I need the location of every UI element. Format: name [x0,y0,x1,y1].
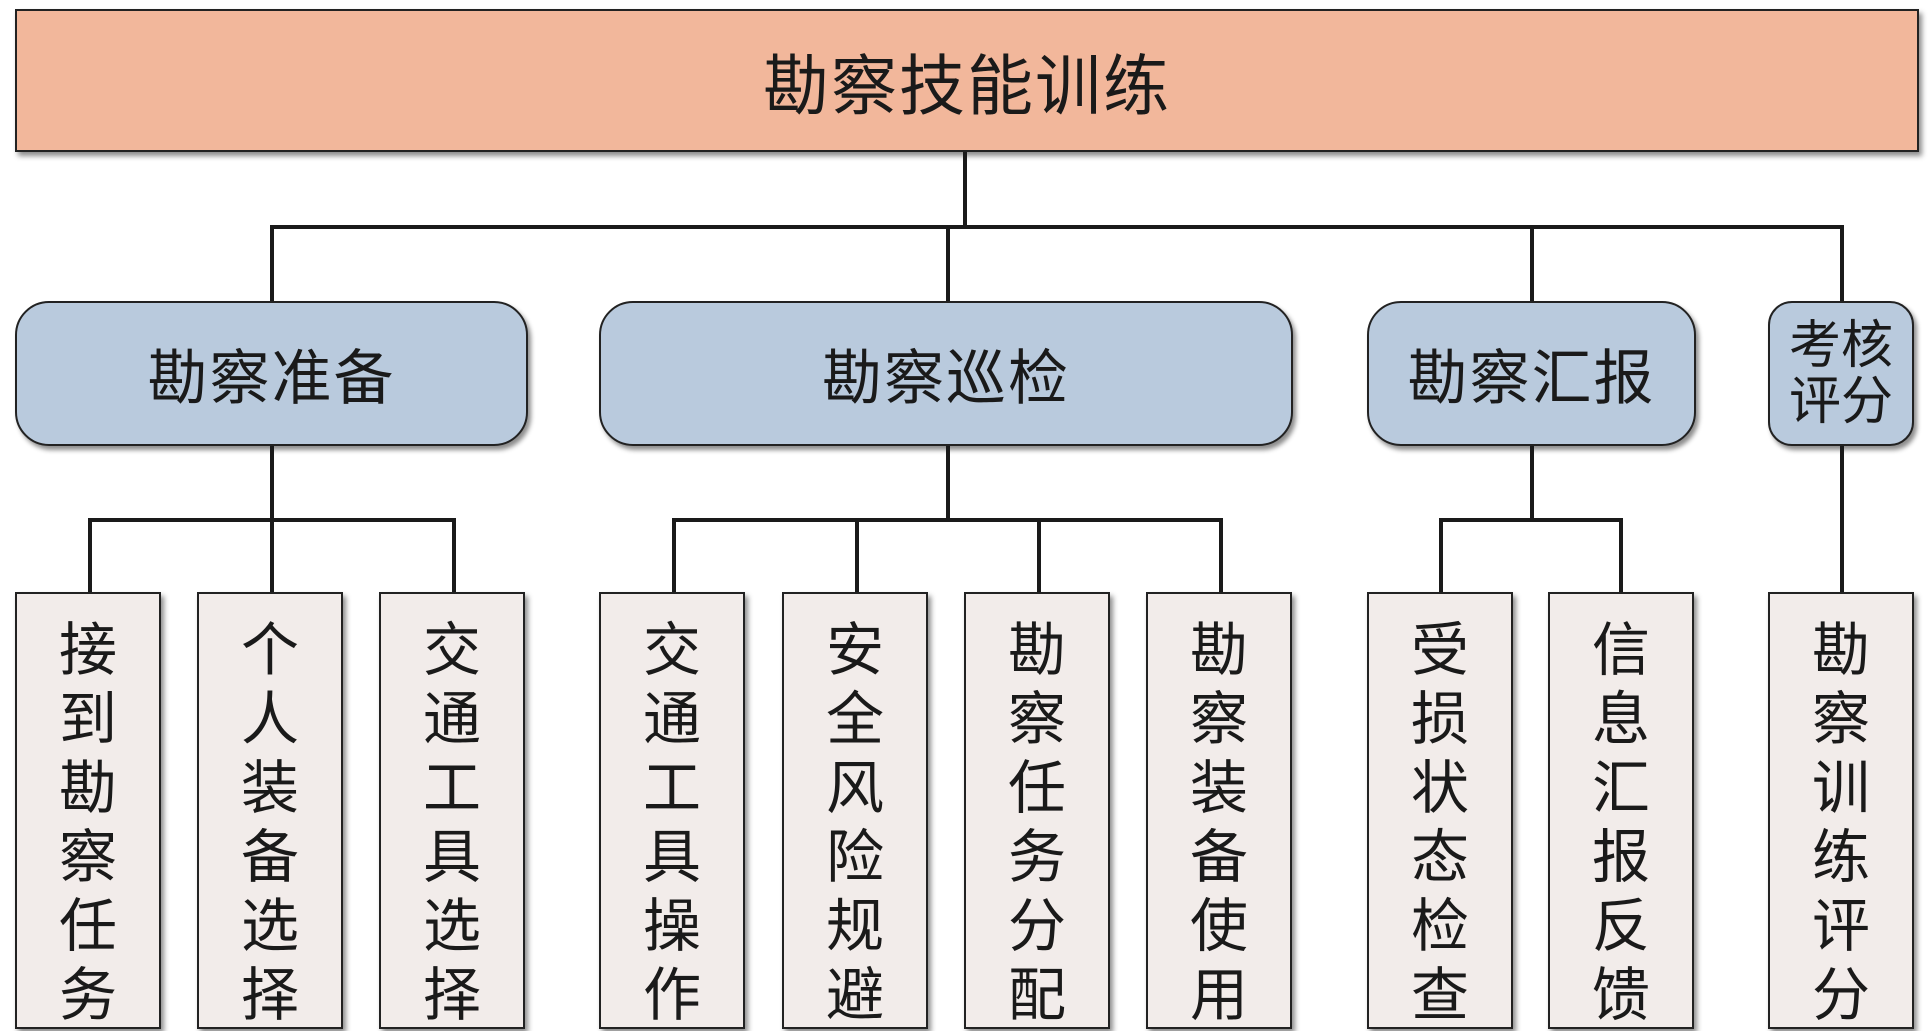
connector-category-3-bus [1439,518,1623,522]
leaf-node: 勘察任务分配 [964,592,1110,1029]
leaf-node-label: 安全风险规避 [825,616,884,1029]
leaf-node-label: 受损状态检查 [1410,616,1469,1029]
connector-leaf-1-2 [270,518,274,592]
connector-leaf-2-3 [1037,518,1041,592]
leaf-node-label: 接到勘察任务 [58,616,117,1029]
connector-root-stem [963,152,967,227]
leaf-node: 交通工具选择 [379,592,525,1029]
leaf-node-label: 信息汇报反馈 [1591,616,1650,1029]
category-node-4: 考核评分 [1768,301,1914,446]
category-node-label: 考核评分 [1788,315,1893,432]
connector-leaf-1-1 [88,518,92,592]
leaf-node-label: 个人装备选择 [240,616,299,1029]
leaf-node: 接到勘察任务 [15,592,161,1029]
leaf-node-label: 勘察装备使用 [1189,616,1248,1029]
category-node-1: 勘察准备 [15,301,528,446]
connector-category-3-stem [1530,446,1534,520]
connector-category-2-stem [946,446,950,520]
connector-leaf-3-2 [1619,518,1623,592]
leaf-node-label: 勘察训练评分 [1811,616,1870,1029]
connector-category-2-bus [672,518,1223,522]
category-node-2: 勘察巡检 [599,301,1293,446]
connector-leaf-2-1 [672,518,676,592]
category-node-label: 勘察准备 [147,344,396,414]
connector-to-category-2 [946,225,950,301]
connector-category-bus [270,225,1844,229]
connector-to-category-4 [1840,225,1844,301]
leaf-node-label: 勘察任务分配 [1007,616,1066,1029]
root-node: 勘察技能训练 [15,9,1919,152]
connector-to-category-1 [270,225,274,301]
leaf-node: 交通工具操作 [599,592,745,1029]
leaf-node: 信息汇报反馈 [1548,592,1694,1029]
root-node-label: 勘察技能训练 [763,47,1171,125]
connector-category-1-stem [270,446,274,520]
leaf-node: 勘察训练评分 [1768,592,1914,1029]
category-node-label: 勘察汇报 [1407,344,1656,414]
leaf-node-label: 交通工具选择 [422,616,481,1029]
category-node-3: 勘察汇报 [1367,301,1696,446]
connector-leaf-1-3 [452,518,456,592]
leaf-node-label: 交通工具操作 [642,616,701,1029]
leaf-node: 个人装备选择 [197,592,343,1029]
category-node-label: 勘察巡检 [822,344,1070,414]
leaf-node: 勘察装备使用 [1146,592,1292,1029]
connector-leaf-3-1 [1439,518,1443,592]
connector-to-category-3 [1530,225,1534,301]
connector-leaf-2-2 [855,518,859,592]
connector-leaf-2-4 [1219,518,1223,592]
leaf-node: 受损状态检查 [1367,592,1513,1029]
leaf-node: 安全风险规避 [782,592,928,1029]
connector-leaf-4-1 [1840,446,1844,592]
